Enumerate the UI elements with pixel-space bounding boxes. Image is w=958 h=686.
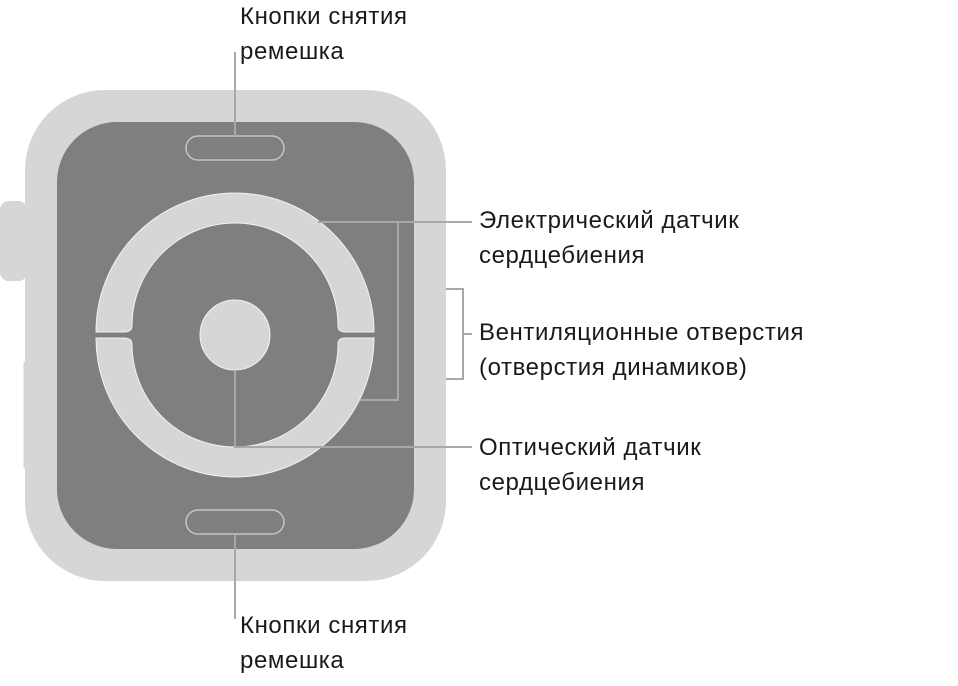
label-line: (отверстия динамиков) <box>479 354 748 381</box>
band-release-button-top <box>185 135 285 161</box>
label-vents: Вентиляционные отверстия (отверстия дина… <box>479 315 804 385</box>
label-line: ремешка <box>240 647 345 674</box>
label-line: ремешка <box>240 38 345 65</box>
label-electrical-heart-sensor: Электрический датчик сердцебиения <box>479 203 739 273</box>
label-line: Кнопки снятия <box>240 612 408 639</box>
label-line: Кнопки снятия <box>240 3 408 30</box>
label-optical-heart-sensor: Оптический датчик сердцебиения <box>479 430 701 500</box>
label-line: сердцебиения <box>479 242 646 269</box>
optical-sensor <box>199 299 271 371</box>
leader-optical-sensor <box>234 370 472 448</box>
leader-electrical-sensor-bracket <box>360 222 399 401</box>
leader-vents-bracket <box>446 288 464 380</box>
band-release-button-bottom <box>185 509 285 535</box>
label-line: Оптический датчик <box>479 434 702 461</box>
label-line: Электрический датчик <box>479 207 740 234</box>
electrical-sensor-ring-bottom <box>95 337 375 478</box>
label-line: Вентиляционные отверстия <box>479 319 805 346</box>
digital-crown <box>0 199 30 283</box>
label-line: сердцебиения <box>479 469 646 496</box>
label-band-release-top: Кнопки снятия ремешка <box>240 0 408 69</box>
label-band-release-bottom: Кнопки снятия ремешка <box>240 608 408 678</box>
leader-lines <box>234 52 472 619</box>
electrical-sensor-ring-top <box>95 192 375 333</box>
